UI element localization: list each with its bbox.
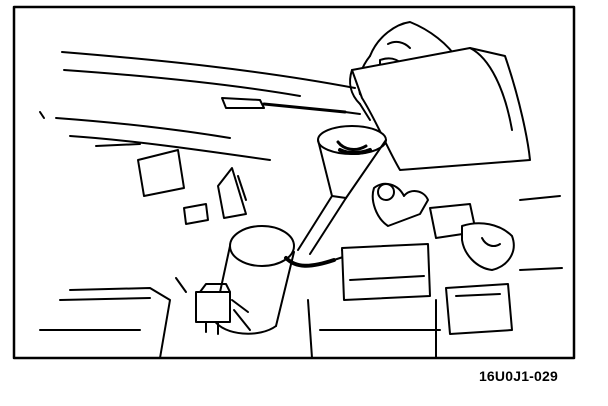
- funnel: [297, 125, 387, 255]
- dipstick-handle: [221, 97, 361, 115]
- fluid-reservoir: [213, 225, 351, 335]
- reservoir-connector: [175, 277, 251, 335]
- hood-edge-lines: [39, 51, 356, 161]
- figure-code-label: 16U0J1-029: [478, 368, 558, 384]
- engine-components-left: [39, 143, 247, 359]
- engine-components-right: [307, 182, 563, 359]
- fluid-bottle: [349, 47, 531, 171]
